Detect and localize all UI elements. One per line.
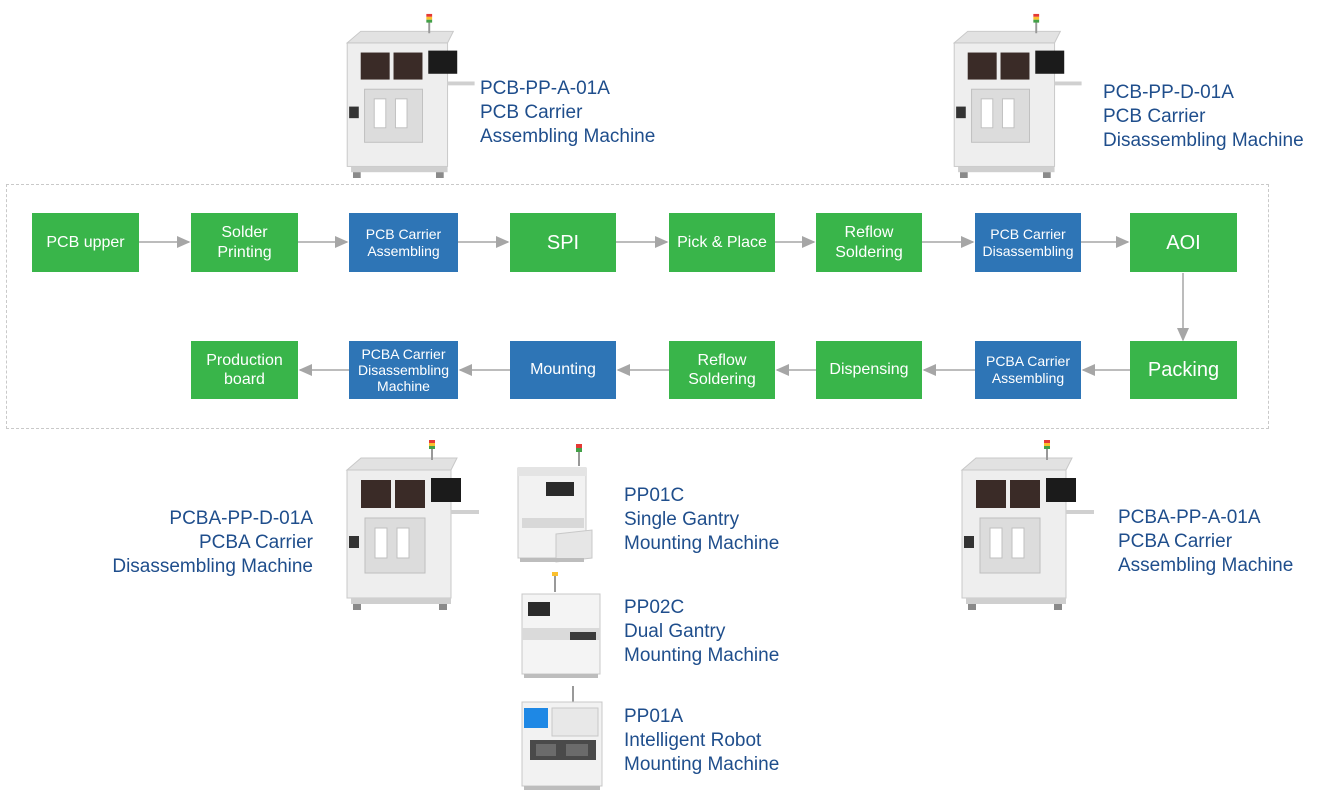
machine-desc-2: Disassembling Machine xyxy=(1103,130,1304,151)
pcba-carrier-disassembling-machine-image xyxy=(346,439,480,610)
machine-desc-2: Assembling Machine xyxy=(480,126,656,147)
step-reflow-soldering-top: Reflow Soldering xyxy=(816,213,922,272)
process-frame xyxy=(6,184,1269,429)
step-spi: SPI xyxy=(510,213,616,272)
step-pcba-carrier-assembling: PCBA Carrier Assembling xyxy=(975,341,1081,399)
machine-desc-1: PCB Carrier xyxy=(480,102,583,123)
caption-pcb-pp-a: PCB-PP-A-01A PCB Carrier Assembling Mach… xyxy=(480,77,655,149)
step-label: Reflow Soldering xyxy=(835,224,903,261)
machine-model: PP02C xyxy=(624,597,685,618)
machine-desc-1: PCBA Carrier xyxy=(198,532,313,553)
machine-desc-2: Assembling Machine xyxy=(1118,555,1294,576)
step-label: PCBA Carrier Assembling xyxy=(985,353,1071,386)
machine-desc-1: Single Gantry xyxy=(624,509,740,530)
machine-model: PCBA-PP-D-01A xyxy=(169,508,313,529)
step-pcba-carrier-disassembling: PCBA Carrier Disassembling Machine xyxy=(349,341,458,399)
step-label: PCB Carrier Disassembling xyxy=(982,225,1074,259)
step-label: Packing xyxy=(1147,359,1220,381)
caption-pp01a: PP01A Intelligent Robot Mounting Machine xyxy=(624,705,779,777)
caption-pp02c: PP02C Dual Gantry Mounting Machine xyxy=(624,596,779,668)
caption-pcba-pp-a: PCBA-PP-A-01A PCBA Carrier Assembling Ma… xyxy=(1118,506,1293,578)
machine-desc-2: Mounting Machine xyxy=(624,533,780,554)
caption-pp01c: PP01C Single Gantry Mounting Machine xyxy=(624,484,779,556)
intelligent-robot-mounting-machine-image xyxy=(521,686,603,790)
step-pick-and-place: Pick & Place xyxy=(669,213,775,272)
dual-gantry-mounting-machine-image xyxy=(521,572,601,678)
step-label: SPI xyxy=(546,231,580,254)
step-aoi: AOI xyxy=(1130,213,1237,272)
step-label: PCB upper xyxy=(46,233,125,251)
single-gantry-mounting-machine-image xyxy=(517,444,593,563)
step-label: Pick & Place xyxy=(677,233,767,251)
machine-model: PCB-PP-D-01A xyxy=(1103,82,1234,103)
step-label: Solder Printing xyxy=(217,224,272,261)
machine-desc-1: Dual Gantry xyxy=(624,621,726,642)
step-dispensing: Dispensing xyxy=(816,341,922,399)
step-label: Dispensing xyxy=(829,361,909,379)
step-label: PCBA Carrier Disassembling Machine xyxy=(357,345,450,395)
step-production-board: Production board xyxy=(191,341,298,399)
step-packing: Packing xyxy=(1130,341,1237,399)
machine-model: PCBA-PP-A-01A xyxy=(1118,507,1261,528)
machine-model: PCB-PP-A-01A xyxy=(480,78,610,99)
pcb-carrier-assembling-machine-image xyxy=(346,13,476,178)
pcba-carrier-assembling-machine-image xyxy=(961,439,1095,610)
machine-desc-2: Mounting Machine xyxy=(624,645,780,666)
step-label: Reflow Soldering xyxy=(688,351,756,388)
machine-desc-2: Disassembling Machine xyxy=(112,556,313,577)
machine-model: PP01A xyxy=(624,706,684,727)
step-mounting: Mounting xyxy=(510,341,616,399)
step-reflow-soldering-bottom: Reflow Soldering xyxy=(669,341,775,399)
step-pcb-upper: PCB upper xyxy=(32,213,139,272)
step-label: AOI xyxy=(1166,231,1201,254)
pcb-carrier-disassembling-machine-image xyxy=(953,13,1083,178)
step-label: Mounting xyxy=(530,361,596,379)
caption-pcb-pp-d: PCB-PP-D-01A PCB Carrier Disassembling M… xyxy=(1103,81,1304,153)
machine-desc-1: PCB Carrier xyxy=(1103,106,1206,127)
caption-pcba-pp-d: PCBA-PP-D-01A PCBA Carrier Disassembling… xyxy=(60,507,313,579)
step-label: Production board xyxy=(206,351,283,388)
machine-desc-1: Intelligent Robot xyxy=(624,730,762,751)
step-solder-printing: Solder Printing xyxy=(191,213,298,272)
machine-model: PP01C xyxy=(624,485,685,506)
machine-desc-2: Mounting Machine xyxy=(624,754,780,775)
step-pcb-carrier-assembling: PCB Carrier Assembling xyxy=(349,213,458,272)
step-label: PCB Carrier Assembling xyxy=(365,225,442,259)
machine-desc-1: PCBA Carrier xyxy=(1118,531,1233,552)
step-pcb-carrier-disassembling: PCB Carrier Disassembling xyxy=(975,213,1081,272)
